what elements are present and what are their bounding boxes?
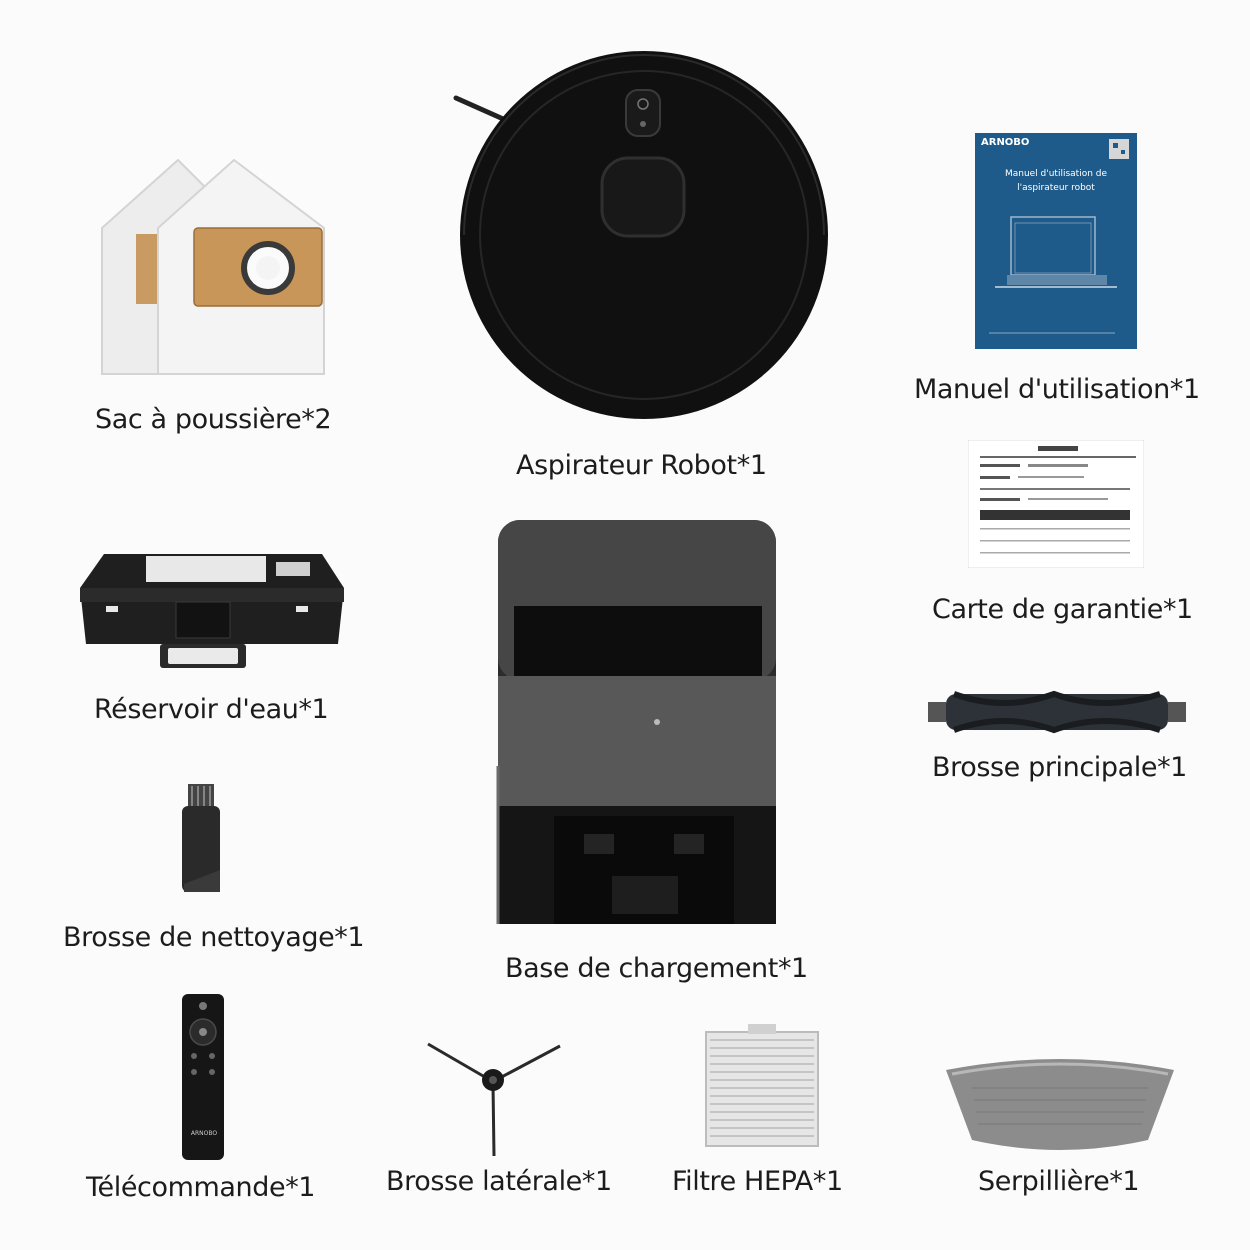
water-tank-image bbox=[76, 548, 348, 678]
warranty-card-label: Carte de garantie*1 bbox=[932, 594, 1193, 625]
warranty-card-image bbox=[968, 440, 1144, 568]
robot-vacuum-image bbox=[450, 50, 840, 420]
manual-label: Manuel d'utilisation*1 bbox=[914, 374, 1200, 405]
robot-vacuum-label: Aspirateur Robot*1 bbox=[516, 450, 767, 481]
side-brush-image bbox=[424, 1040, 564, 1160]
hepa-filter-image bbox=[704, 1024, 820, 1148]
mop-label: Serpillière*1 bbox=[978, 1166, 1140, 1197]
dust-bag-image bbox=[96, 158, 332, 380]
dust-bag-label: Sac à poussière*2 bbox=[95, 404, 332, 435]
hepa-filter-label: Filtre HEPA*1 bbox=[672, 1166, 843, 1197]
manual-image: ARNOBO Manuel d'utilisation de l'aspirat… bbox=[975, 133, 1137, 349]
manual-title-line2: l'aspirateur robot bbox=[1017, 183, 1095, 193]
remote-brand: ARNOBO bbox=[190, 1130, 218, 1137]
remote-label: Télécommande*1 bbox=[86, 1172, 316, 1203]
remote-image: ARNOBO bbox=[180, 992, 226, 1162]
side-brush-label: Brosse latérale*1 bbox=[386, 1166, 612, 1197]
manual-brand: ARNOBO bbox=[981, 137, 1030, 148]
cleaning-brush-label: Brosse de nettoyage*1 bbox=[63, 922, 365, 953]
water-tank-label: Réservoir d'eau*1 bbox=[94, 694, 329, 725]
mop-image bbox=[942, 1052, 1178, 1156]
main-brush-label: Brosse principale*1 bbox=[932, 752, 1187, 783]
cleaning-brush-image bbox=[180, 784, 224, 896]
main-brush-image bbox=[924, 684, 1190, 740]
charging-base-label: Base de chargement*1 bbox=[505, 953, 808, 984]
manual-title-line1: Manuel d'utilisation de bbox=[1004, 169, 1108, 179]
charging-base-image bbox=[494, 516, 784, 924]
